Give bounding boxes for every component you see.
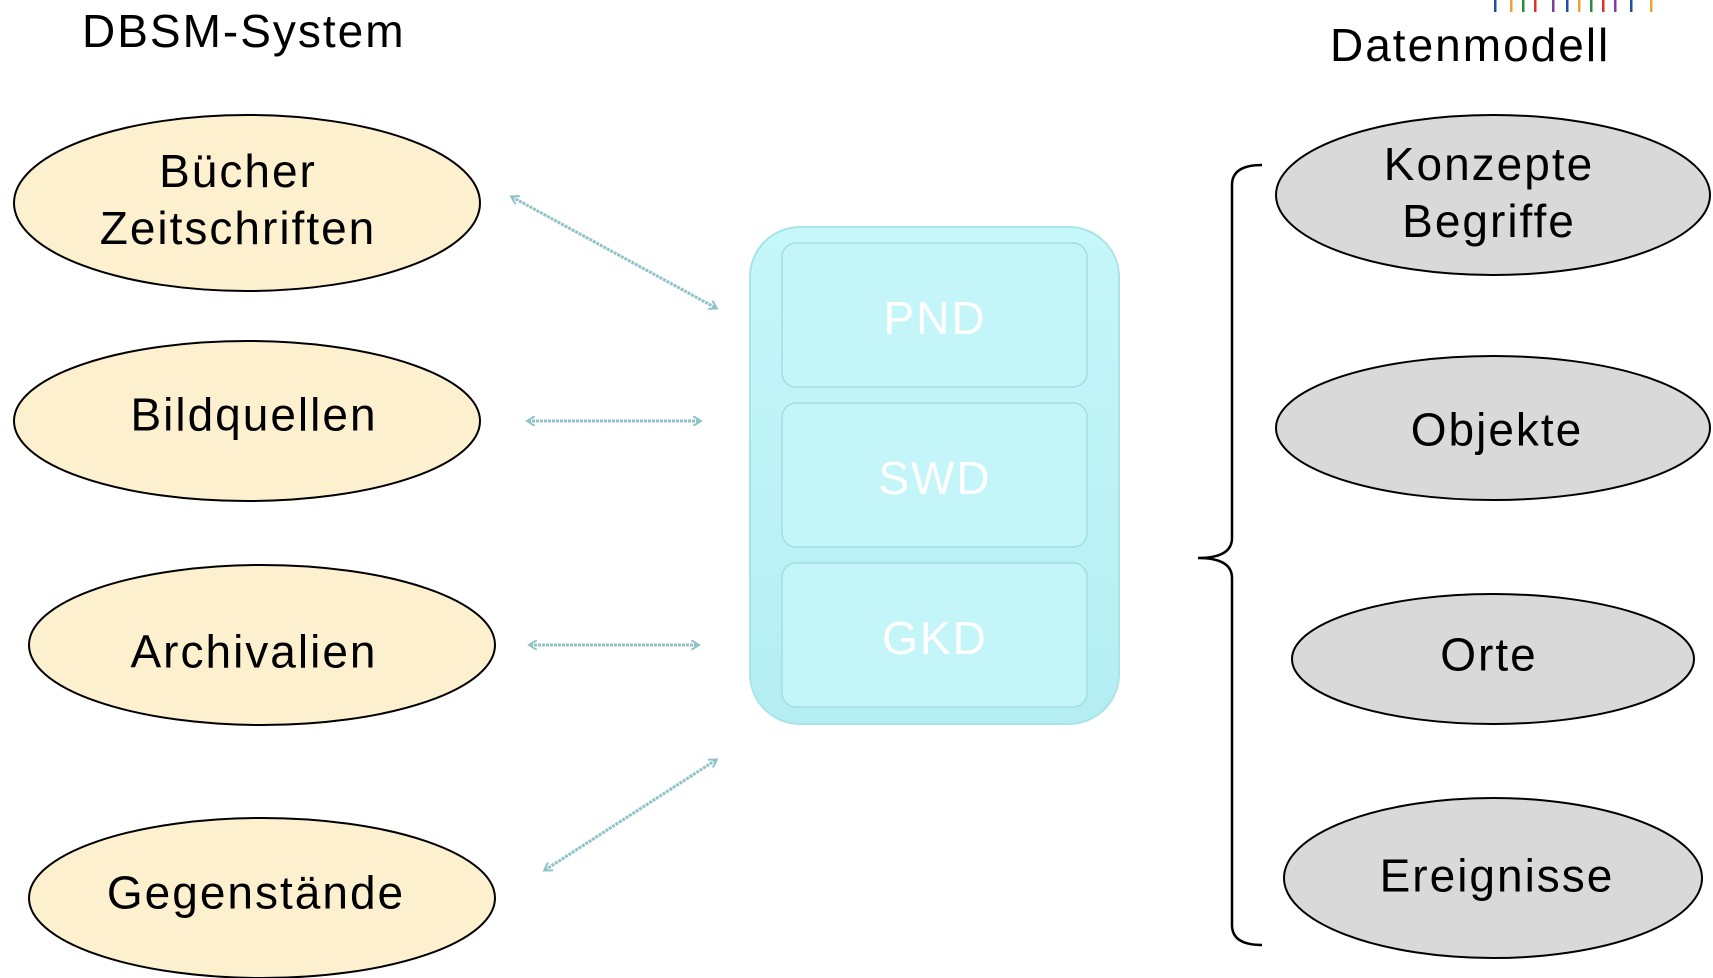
source-ellipse-bildquellen	[13, 340, 481, 502]
logo-bar	[1602, 0, 1605, 12]
source-label-archivalien: Archivalien	[131, 624, 378, 681]
source-label-line: Bücher	[159, 145, 317, 197]
entity-ellipse-objekte	[1275, 355, 1711, 501]
arrow-gegenstaende-db	[545, 760, 716, 870]
logo-bars	[1494, 0, 1653, 12]
logo-bar	[1630, 0, 1633, 12]
source-ellipse-gegenstaende	[28, 817, 496, 978]
logo-bar	[1650, 0, 1653, 12]
database-slot-gkd	[781, 562, 1088, 708]
logo-bar	[1614, 0, 1617, 12]
source-ellipse-buecher	[13, 114, 481, 292]
left-title: DBSM-System	[82, 5, 406, 57]
entity-label-orte: Orte	[1440, 627, 1537, 684]
logo-bar	[1494, 0, 1497, 12]
source-label-line: Bildquellen	[130, 388, 378, 441]
logo-bar	[1534, 0, 1537, 12]
entity-label-line: Ereignisse	[1379, 849, 1615, 902]
source-label-line: Gegenstände	[106, 866, 406, 919]
logo-bar	[1522, 0, 1525, 12]
entity-label-konzepte: Konzepte Begriffe	[1384, 136, 1594, 250]
entity-ellipse-orte	[1291, 593, 1695, 725]
source-label-line: Archivalien	[130, 625, 378, 678]
entity-label-ereignisse: Ereignisse	[1380, 848, 1615, 905]
database-label-gkd: GKD	[882, 612, 988, 664]
entity-label-line: Orte	[1440, 628, 1538, 681]
source-label-line: Zeitschriften	[99, 202, 377, 254]
entity-label-line: Konzepte	[1383, 138, 1595, 190]
source-ellipse-archivalien	[28, 564, 496, 726]
logo-bar	[1552, 0, 1555, 12]
arrow-buecher-db	[512, 197, 716, 308]
source-label-gegenstaende: Gegenstände	[107, 865, 405, 922]
source-label-bildquellen: Bildquellen	[130, 387, 377, 444]
logo-bar	[1566, 0, 1569, 12]
entity-label-line: Begriffe	[1402, 195, 1576, 247]
right-title: Datenmodell	[1330, 19, 1611, 71]
database-slot-pnd	[781, 242, 1088, 388]
source-label-buecher: Bücher Zeitschriften	[100, 143, 377, 257]
entity-label-line: Objekte	[1410, 403, 1584, 456]
entity-label-objekte: Objekte	[1411, 402, 1584, 459]
logo-bar	[1590, 0, 1593, 12]
database-label-swd: SWD	[878, 452, 992, 504]
entity-ellipse-ereignisse	[1283, 797, 1703, 959]
database-label-pnd: PND	[883, 292, 987, 344]
curly-brace	[1197, 163, 1263, 947]
entity-ellipse-konzepte	[1275, 114, 1711, 276]
logo-bar	[1510, 0, 1513, 12]
logo-bar	[1578, 0, 1581, 12]
database-slot-swd	[781, 402, 1088, 548]
